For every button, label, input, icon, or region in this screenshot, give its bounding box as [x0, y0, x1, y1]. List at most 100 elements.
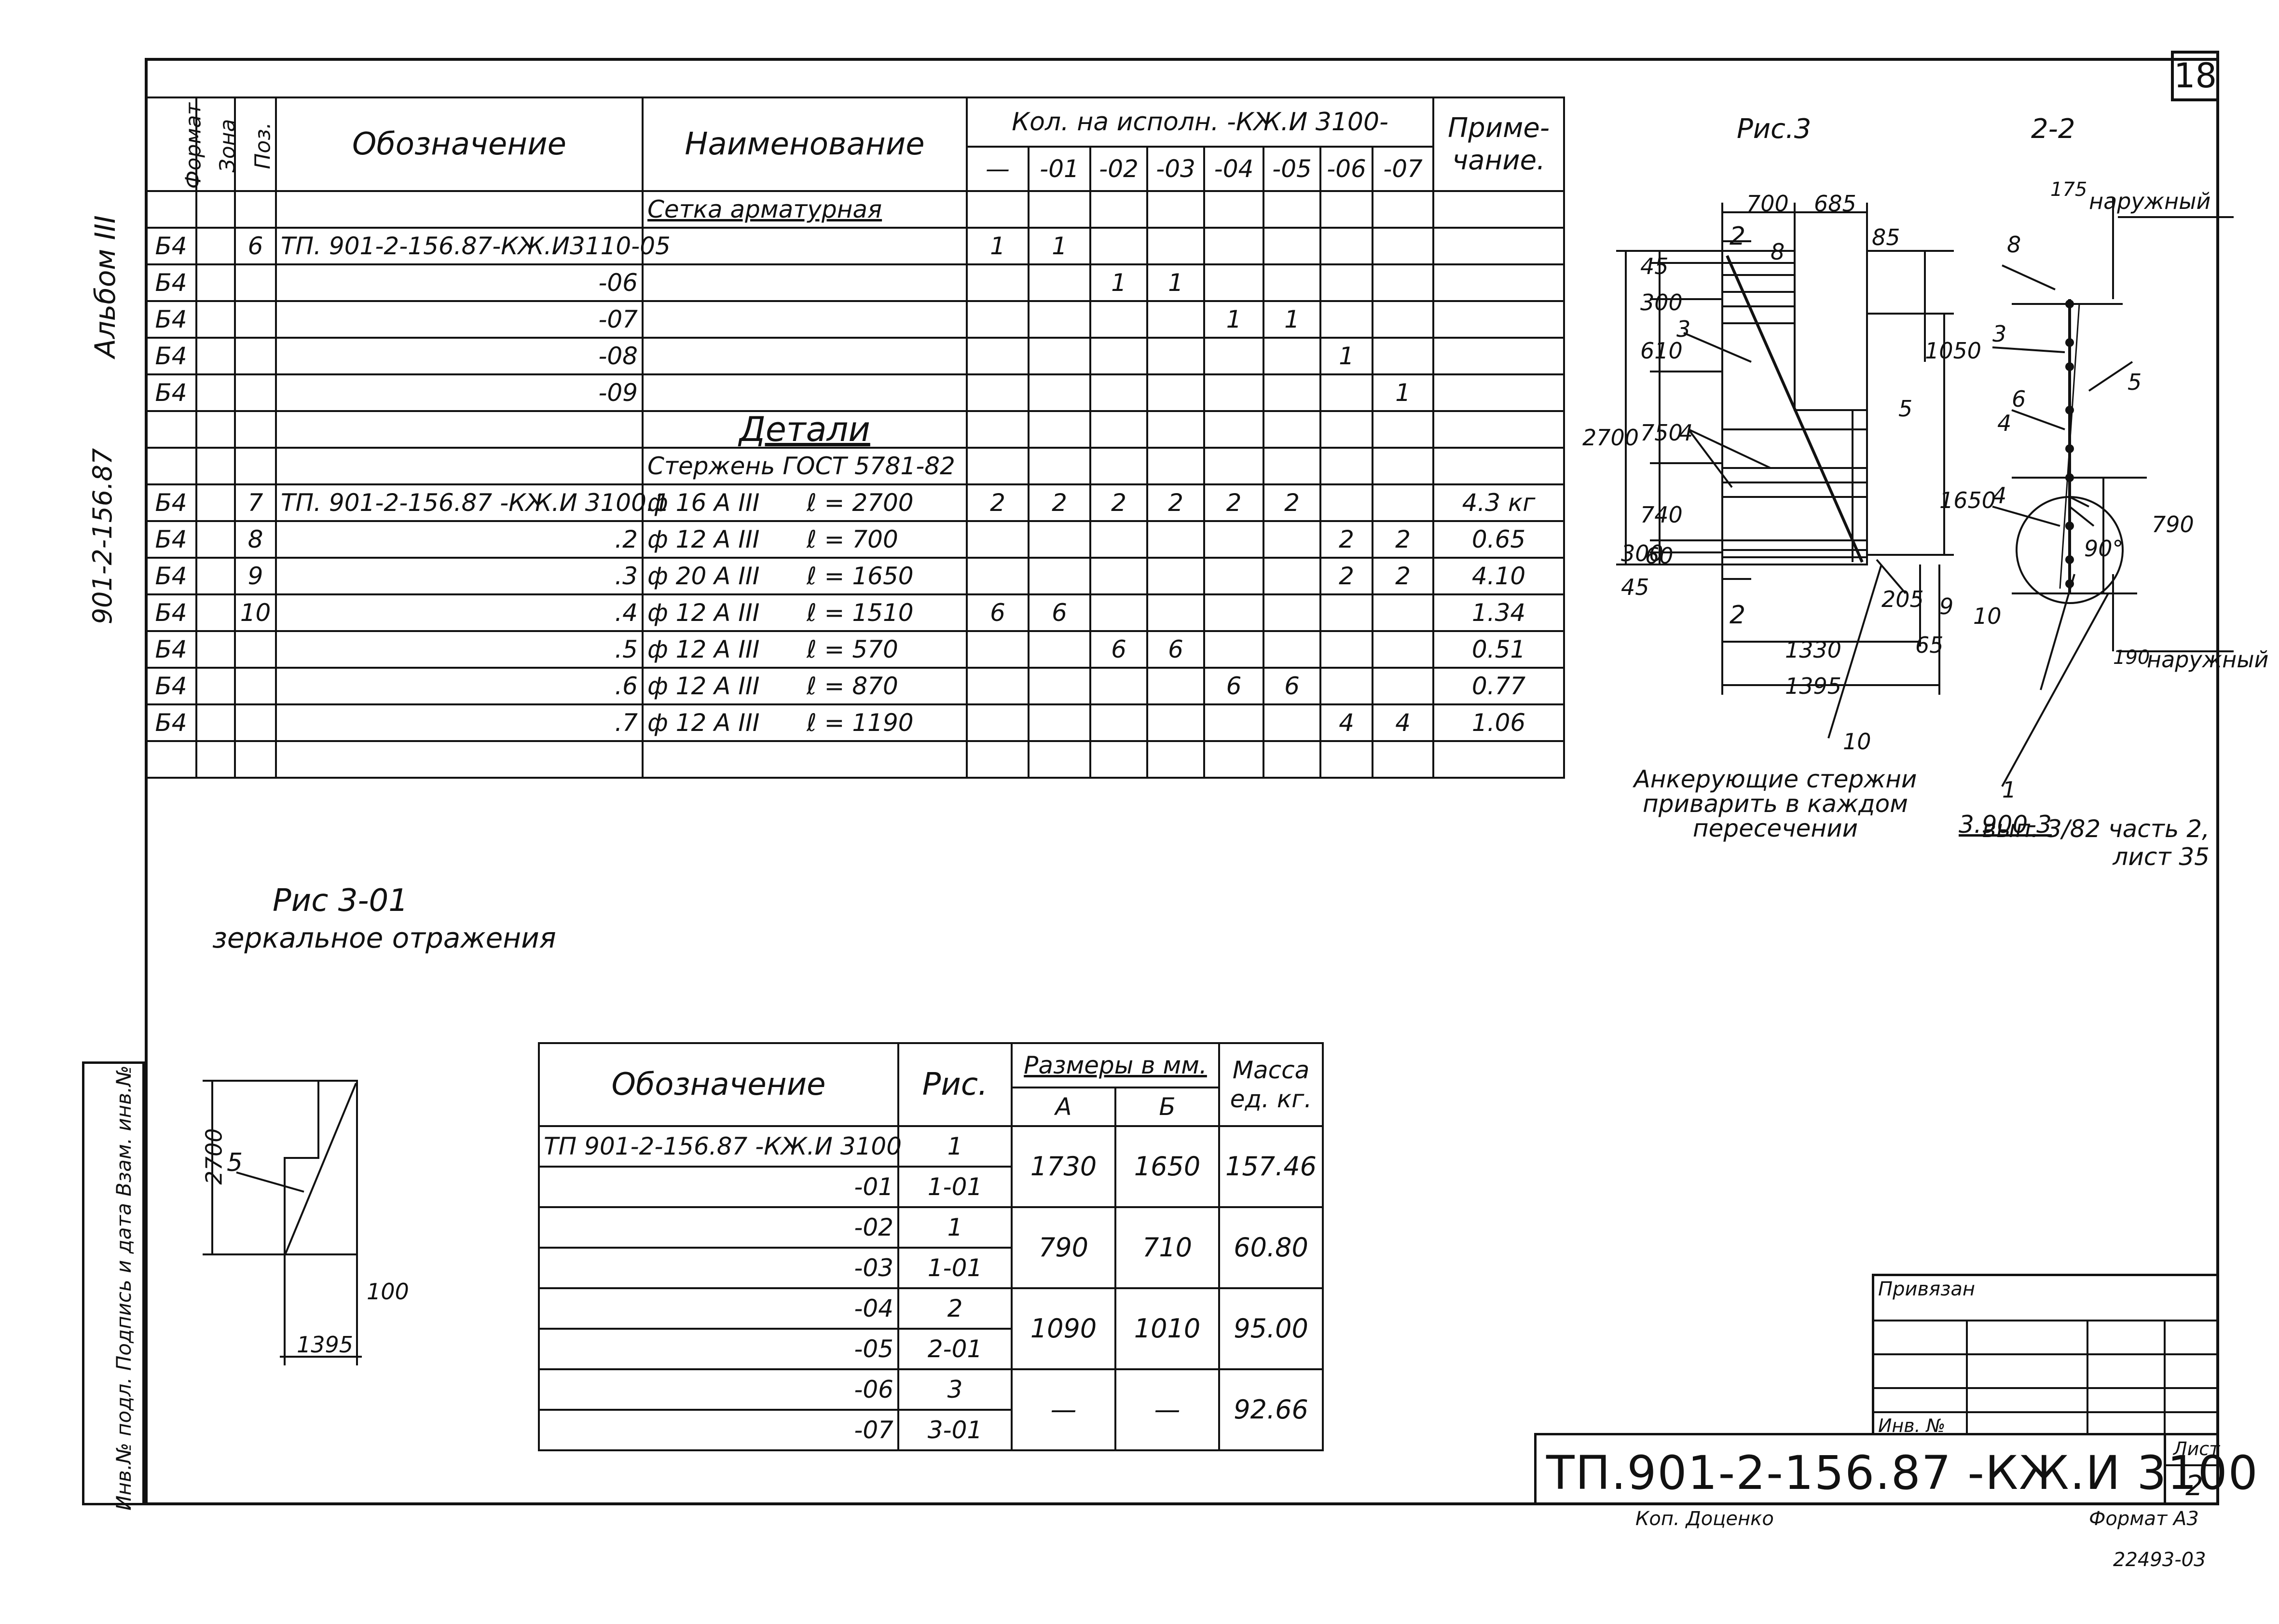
qty-cell [1203, 703, 1264, 742]
section-row-details: Детали [145, 410, 1565, 449]
zone-cell [195, 703, 236, 742]
bar-spec: ф 12 А III [647, 672, 760, 700]
size-designation-cell: -04 [538, 1287, 899, 1330]
fig3-dim-left-1: 45 [1640, 253, 1669, 279]
zone-cell [195, 263, 236, 302]
size-designation-cell: -06 [538, 1368, 899, 1411]
note-cell [1432, 227, 1565, 265]
paper-format: Формат А3 [2089, 1508, 2199, 1530]
qty-cell [1203, 263, 1264, 302]
qty-cell [1319, 593, 1373, 632]
pos-cell [234, 630, 277, 669]
sec-dim-175: 175 [2050, 179, 2087, 201]
designation-cell: -06 [275, 263, 644, 302]
qty-cell: 2 [1371, 520, 1435, 559]
size-fig-cell: 1 [897, 1206, 1013, 1249]
qty-cell [1203, 520, 1264, 559]
corner-sheet-box: 18 [2171, 51, 2219, 101]
qty-cell [1146, 227, 1205, 265]
size-mass-cell: 60.80 [1218, 1206, 1324, 1289]
qty-cell [1089, 337, 1148, 375]
size-header-row-2: А Б [539, 1087, 1323, 1127]
size-designation-cell: -03 [538, 1247, 899, 1289]
pos-cell [234, 373, 277, 412]
size-fig-cell: 1-01 [897, 1247, 1013, 1289]
size-mass-cell: 95.00 [1218, 1287, 1324, 1370]
pos-cell [234, 263, 277, 302]
qty-cell [1371, 300, 1435, 339]
fig301-dim-small: 100 [367, 1279, 409, 1305]
bar-length: ℓ = 870 [807, 672, 898, 700]
zone-cell [195, 667, 236, 705]
fig3-dim-left-2: 300 [1640, 289, 1683, 316]
size-designation-header: Обозначение [538, 1042, 899, 1127]
designation-cell: ТП. 901-2-156.87-КЖ.И3110-05 [275, 227, 671, 265]
note-cell: 0.77 [1432, 667, 1565, 705]
size-designation-cell: -05 [538, 1328, 899, 1370]
qty-cell [1371, 483, 1435, 522]
zone-cell [195, 227, 236, 265]
section-details-title: Детали [642, 410, 968, 449]
variant-header: -07 [1371, 146, 1435, 192]
qty-cell [1146, 300, 1205, 339]
qty-cell [1028, 630, 1091, 669]
sec-pos-3: 3 [1992, 321, 2007, 347]
side-code: 901-2-156.87 [87, 448, 118, 625]
qty-cell: 1 [1028, 227, 1091, 265]
side-stamp-strip: Инв.№ подл. Подпись и дата Взам. инв.№ [82, 1061, 145, 1511]
format-cell: Б4 [145, 630, 197, 669]
variant-header: -05 [1263, 146, 1321, 192]
zone-cell [195, 483, 236, 522]
section-row-mesh: Сетка арматурная [145, 190, 1565, 229]
bar-spec: ф 12 А III [647, 525, 760, 553]
sec-angle: 90° [2084, 536, 2124, 562]
zone-header: Зона [195, 96, 240, 192]
qty-cell [1203, 337, 1264, 375]
sec-outer-label-top: наружный [2089, 188, 2211, 214]
format-header: Формат [145, 96, 206, 192]
qty-cell: 1 [1146, 263, 1205, 302]
qty-cell [1089, 703, 1148, 742]
note-cell [1432, 337, 1565, 375]
zone-cell [195, 300, 236, 339]
qty-cell [1203, 373, 1264, 412]
variant-header: -02 [1089, 146, 1148, 192]
zone-cell [195, 520, 236, 559]
ref-number: 3.900-3 [1959, 811, 2052, 839]
qty-cell [1263, 703, 1321, 742]
pos-cell [234, 703, 277, 742]
qty-cell [1028, 520, 1091, 559]
qty-cell [1028, 703, 1091, 742]
sec-dim-190: 190 [2113, 647, 2150, 669]
fig3-dim-bottom-2: 1330 [1785, 637, 1842, 663]
fig301-subtitle: зеркальное отражения [212, 922, 556, 954]
copied-by: Коп. Доценко [1635, 1508, 1774, 1530]
qty-cell [1089, 557, 1148, 595]
qty-cell [1203, 630, 1264, 669]
note-cell: 0.51 [1432, 630, 1565, 669]
qty-cell [966, 263, 1030, 302]
qty-cell [1089, 593, 1148, 632]
qty-cell: 1 [1203, 300, 1264, 339]
qty-cell [1319, 300, 1373, 339]
qty-cell [1089, 520, 1148, 559]
pos-cell: 7 [234, 483, 277, 522]
qty-cell [1371, 263, 1435, 302]
bar-spec: ф 12 А III [647, 599, 760, 627]
